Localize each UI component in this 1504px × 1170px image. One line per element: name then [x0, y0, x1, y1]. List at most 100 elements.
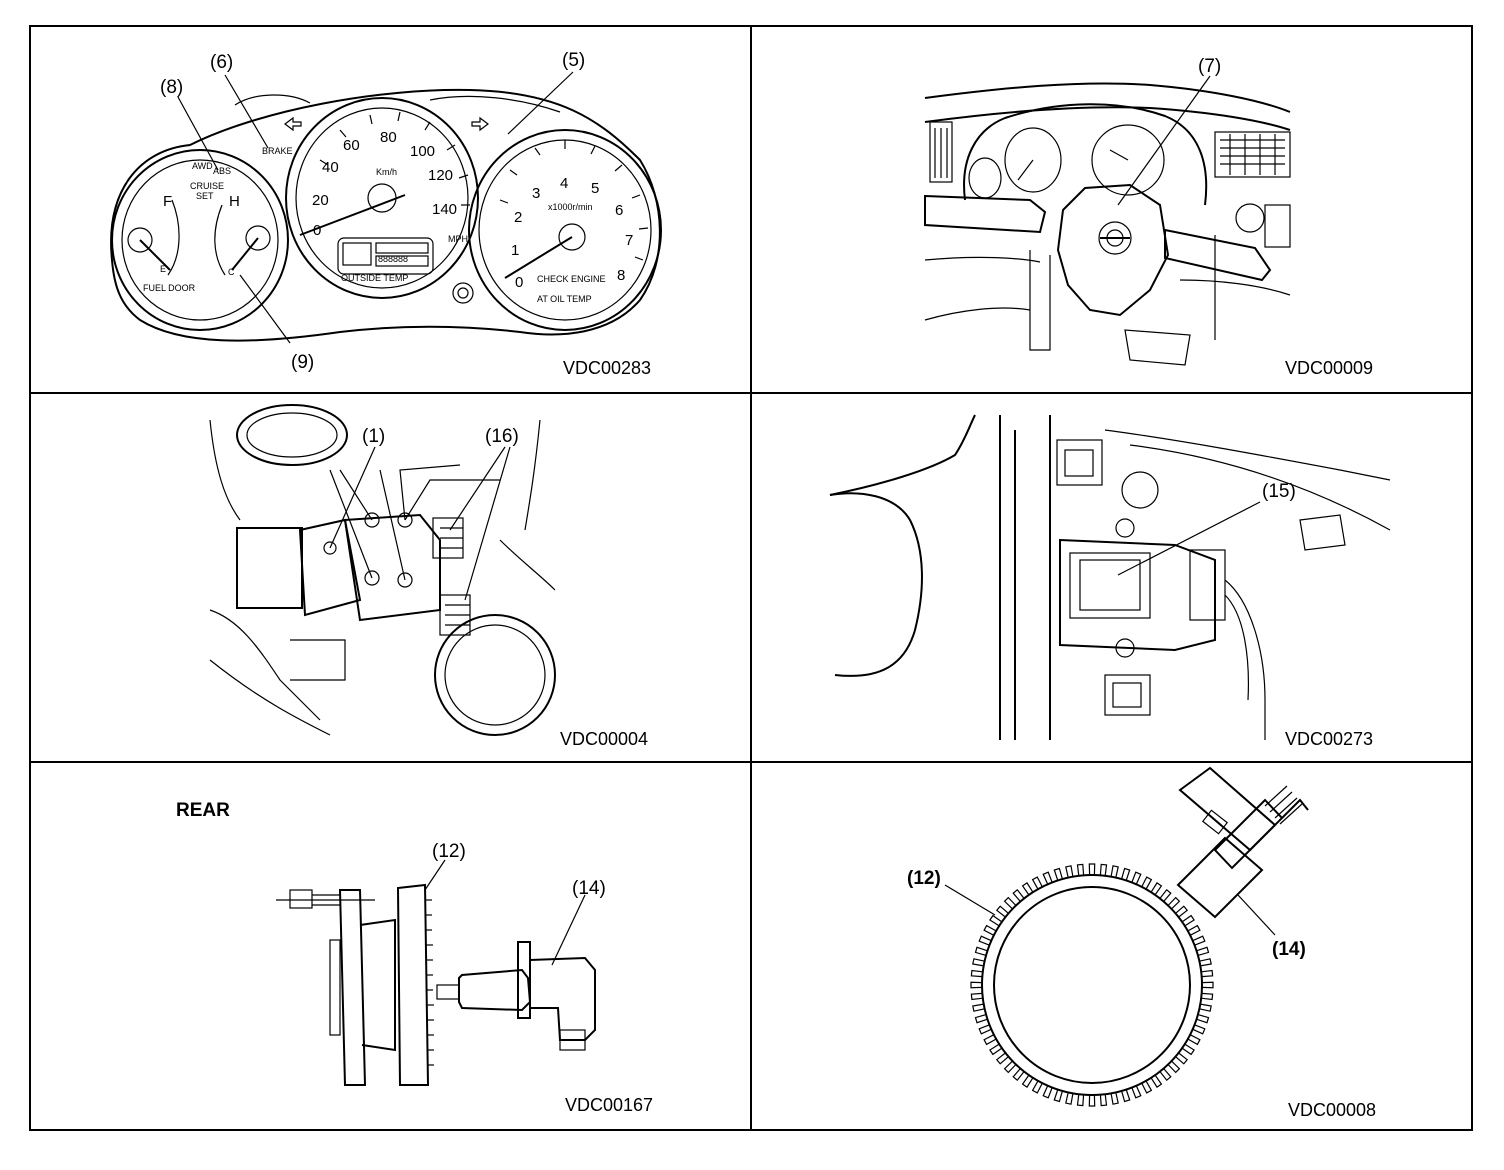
ring-tooth [1003, 896, 1017, 910]
figure-code: VDC00009 [1285, 358, 1373, 378]
ring-tooth [1065, 1092, 1074, 1105]
panel-grid [29, 25, 1473, 1131]
ring-tooth [983, 1034, 997, 1046]
ring-tooth [995, 1052, 1009, 1065]
ring-tooth [1181, 1043, 1195, 1056]
ring-tooth [1110, 865, 1119, 878]
ring-illustration [970, 766, 1309, 1107]
odometer-readout: 888888 [378, 254, 408, 264]
ring-tooth [1042, 1085, 1053, 1099]
ring-tooth [1150, 882, 1163, 896]
kmh-label: Km/h [376, 167, 397, 177]
ring-tooth [1021, 882, 1034, 896]
cluster-leaders [177, 71, 574, 344]
callout-7-leader [1117, 75, 1211, 206]
ring-tooth [1150, 1074, 1163, 1088]
panel-cluster: 0 20 40 60 80 100 120 140 MPH Km/h OUTSI… [110, 50, 662, 378]
figure-code: VDC00167 [565, 1095, 653, 1115]
hydraulic-leaders [329, 446, 511, 601]
rpm-tick: 1 [511, 242, 519, 259]
figure-code: VDC00004 [560, 729, 648, 749]
ring-tooth [1110, 1092, 1119, 1105]
ring-tooth [972, 958, 985, 967]
ring-tooth [1159, 1068, 1172, 1082]
ring-tooth [1181, 914, 1195, 927]
ring-tooth [1201, 969, 1214, 978]
rpm-tick: 7 [625, 232, 633, 249]
tone-ring-teeth [970, 863, 1214, 1107]
speed-tick: 80 [380, 129, 397, 146]
callout-9: (9) [291, 352, 314, 373]
panel-module: (15) VDC00273 [829, 414, 1391, 749]
ring-tooth [1053, 1089, 1063, 1103]
ring-tooth [1131, 1085, 1142, 1099]
mph-label: MPH [448, 234, 468, 244]
ring-tooth [970, 992, 983, 1001]
ring-tooth [1131, 871, 1142, 885]
ring-tooth [1088, 1094, 1096, 1107]
ring-tooth [1187, 924, 1201, 936]
ring-tooth [978, 1024, 992, 1035]
callout-7: (7) [1198, 56, 1221, 77]
ring-tooth [983, 924, 997, 936]
ring-tooth [1042, 871, 1053, 885]
ring-tooth [1141, 876, 1153, 890]
rpm-unit-label: x1000r/min [548, 202, 593, 212]
rear-illustration [276, 883, 596, 1086]
steering-illustration [924, 82, 1291, 366]
hydraulic-illustration [209, 404, 556, 736]
ring-tooth [974, 1014, 988, 1024]
callout-6: (6) [210, 52, 233, 73]
ring-tooth [1141, 1080, 1153, 1094]
ring-tooth [1175, 905, 1189, 918]
temp-cold-label: C [228, 267, 235, 277]
callout-15-leader [1117, 501, 1261, 576]
ring-tooth [989, 1043, 1003, 1056]
ring-tooth [1167, 896, 1181, 910]
speed-tick: 0 [313, 222, 321, 239]
rpm-tick: 8 [617, 267, 625, 284]
ring-tooth [995, 905, 1009, 918]
ring-tooth [1199, 958, 1212, 967]
ring-tooth [1031, 876, 1043, 890]
speed-tick: 60 [343, 137, 360, 154]
ring-tooth [1012, 1068, 1025, 1082]
ring-tooth [1167, 1060, 1181, 1074]
callout-16: (16) [485, 426, 519, 447]
ring-tooth [1065, 865, 1074, 878]
ring-tooth [1175, 1052, 1189, 1065]
panel-hydraulic: (1) (16) VDC00004 [209, 404, 648, 749]
callout-1: (1) [362, 426, 385, 447]
panel-rear: REAR (12) [176, 800, 653, 1115]
panel-ring: (12) (14) VDC00008 [907, 766, 1376, 1120]
ring-leaders [944, 884, 1276, 936]
speed-tick: 20 [312, 192, 329, 209]
ring-tooth [1021, 1074, 1034, 1088]
cluster-illustration [110, 88, 662, 342]
set-label: SET [196, 191, 214, 201]
ring-tooth [1031, 1080, 1043, 1094]
ring-tooth [1003, 1060, 1017, 1074]
awd-label: AWD [192, 161, 213, 171]
ring-tooth [1121, 1089, 1131, 1103]
figure-code: VDC00273 [1285, 729, 1373, 749]
callout-12: (12) [432, 841, 466, 862]
rpm-tick: 6 [615, 202, 623, 219]
rear-leaders [424, 859, 586, 966]
callout-15: (15) [1262, 481, 1296, 502]
ring-tooth [1099, 863, 1108, 876]
ring-tooth [1121, 867, 1131, 881]
ring-tooth [970, 981, 983, 989]
fuel-empty-label: E [160, 264, 166, 274]
rpm-tick: 4 [560, 175, 568, 192]
ring-tooth [1192, 1024, 1206, 1035]
rpm-tick: 3 [532, 185, 540, 202]
rpm-tick: 2 [514, 209, 522, 226]
panel-steering: (7) VDC00009 [924, 56, 1373, 378]
ring-tooth [978, 935, 992, 946]
ring-tooth [974, 946, 988, 956]
speed-tick: 100 [410, 143, 435, 160]
ring-tooth [1053, 867, 1063, 881]
module-illustration [829, 414, 1391, 740]
